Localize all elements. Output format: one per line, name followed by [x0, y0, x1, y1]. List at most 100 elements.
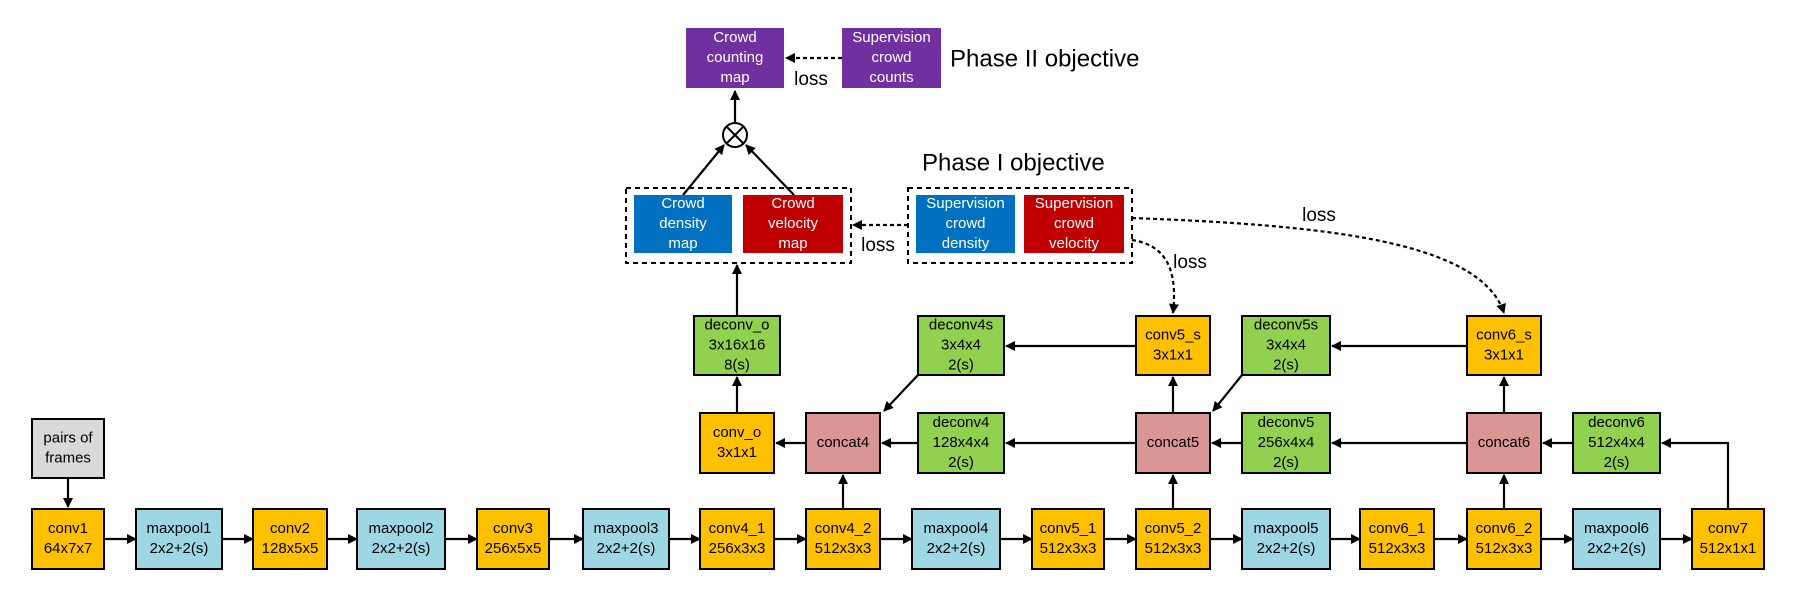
counting-map-label-line: counting: [707, 49, 764, 66]
conv5-1-label-line: 512x3x3: [1040, 540, 1097, 557]
counting-map-box: [686, 28, 784, 88]
deconv4-label-line: deconv4: [933, 414, 990, 431]
density-map-label-line: density: [659, 215, 707, 232]
multiply-operator: [722, 122, 748, 148]
conv3-label-line: conv3: [493, 520, 533, 537]
maxpool5-label-line: maxpool5: [1253, 520, 1318, 537]
density-map-label-line: Crowd: [661, 195, 704, 212]
deconv-o-label-line: 8(s): [724, 356, 750, 373]
maxpool6-label-line: maxpool6: [1584, 520, 1649, 537]
arrow-density-to-multiply: [682, 144, 725, 196]
conv5-s-label-line: 3x1x1: [1153, 346, 1193, 363]
concat5-label-line: concat5: [1147, 434, 1200, 451]
phase1-objective-label: Phase I objective: [922, 149, 1105, 176]
deconv5-label-line: 2(s): [1273, 454, 1299, 471]
node-deconv5: deconv5 256x4x4 2(s): [1241, 412, 1331, 474]
sup-velocity-label-line: Supervision: [1035, 195, 1113, 212]
conv1-label-line: 64x7x7: [44, 540, 92, 557]
deconv6-label-line: 512x4x4: [1588, 434, 1645, 451]
conv6-2-label-line: 512x3x3: [1476, 540, 1533, 557]
deconv-o-label-line: 3x16x16: [709, 336, 766, 353]
concat4-box: [805, 412, 881, 474]
sup-density-box: [916, 195, 1015, 253]
concat6-label-line: concat6: [1478, 434, 1531, 451]
maxpool6-label-line: 2x2+2(s): [1587, 540, 1646, 557]
deconv4s-label-line: deconv4s: [929, 316, 993, 333]
conv6-1-box: [1359, 508, 1435, 570]
node-concat4: concat4: [805, 412, 881, 474]
sup-density-label-line: crowd: [945, 215, 985, 232]
maxpool4-box: [911, 508, 1001, 570]
deconv5s-label-line: 3x4x4: [1266, 336, 1306, 353]
deconv5s-label-line: deconv5s: [1254, 316, 1318, 333]
deconv4s-label-line: 2(s): [948, 356, 974, 373]
deconv4s-box: [917, 315, 1005, 376]
conv-o-box: [699, 412, 775, 474]
conv-o-label-line: conv_o: [713, 424, 761, 441]
velocity-map-label-line: Crowd: [771, 195, 814, 212]
node-conv3: conv3 256x5x5: [476, 508, 550, 570]
conv4-1-label-line: conv4_1: [709, 520, 766, 537]
deconv6-box: [1572, 412, 1661, 474]
input-frames-label-line: pairs of: [43, 429, 93, 446]
conv1-box: [31, 508, 105, 570]
concat6-box: [1466, 412, 1542, 474]
conv-o-label-line: 3x1x1: [717, 444, 757, 461]
maxpool4-label-line: 2x2+2(s): [927, 540, 986, 557]
node-conv5-1: conv5_1 512x3x3: [1031, 508, 1105, 570]
conv6-s-label-line: 3x1x1: [1484, 346, 1524, 363]
conv4-2-label-line: 512x3x3: [815, 540, 872, 557]
counting-map-label-line: map: [720, 69, 749, 86]
velocity-map-label-line: velocity: [768, 215, 819, 232]
conv6-s-box: [1466, 315, 1542, 376]
density-map-label-line: map: [668, 235, 697, 252]
deconv5-label-line: 256x4x4: [1258, 434, 1315, 451]
sup-density-label-line: density: [942, 235, 990, 252]
arrow-velocity-to-multiply: [745, 144, 795, 196]
maxpool1-label-line: maxpool1: [146, 520, 211, 537]
labels-layer: Phase II objective Phase I objective los…: [794, 45, 1336, 273]
node-sup-density: Supervision crowd density: [916, 195, 1015, 253]
conv4-1-label-line: 256x3x3: [709, 540, 766, 557]
loss-label-conv5s: loss: [1173, 252, 1207, 273]
conv7-box: [1691, 508, 1765, 570]
sup-density-label-line: Supervision: [926, 195, 1004, 212]
node-conv-o: conv_o 3x1x1: [699, 412, 775, 474]
loss-label-conv6s: loss: [1302, 205, 1336, 226]
conv5-1-label-line: conv5_1: [1040, 520, 1097, 537]
concat5-box: [1135, 412, 1211, 474]
arrow-loss-to-conv6-s: [1131, 216, 1506, 314]
deconv5-label-line: deconv5: [1258, 414, 1315, 431]
conv3-label-line: 256x5x5: [485, 540, 542, 557]
node-velocity-map: Crowd velocity map: [743, 195, 843, 253]
nodes-layer: pairs offramesconv164x7x7maxpool12x2+2(s…: [31, 28, 1765, 570]
maxpool3-box: [582, 508, 670, 570]
arrow-deconv4s-to-concat4: [883, 374, 919, 412]
sup-counts-box: [842, 28, 941, 88]
input-frames-label-line: frames: [45, 449, 91, 466]
deconv-o-box: [693, 315, 781, 376]
concat4-label-line: concat4: [817, 434, 870, 451]
maxpool2-label-line: 2x2+2(s): [372, 540, 431, 557]
arrow-conv7-to-deconv6: [1661, 438, 1730, 509]
density-map-box: [634, 195, 732, 253]
conv2-box: [252, 508, 328, 570]
conv6-s-label-line: conv6_s: [1476, 326, 1532, 343]
maxpool1-label-line: 2x2+2(s): [150, 540, 209, 557]
deconv-o-label-line: deconv_o: [704, 316, 769, 333]
conv6-1-label-line: conv6_1: [1369, 520, 1426, 537]
velocity-map-label-line: map: [778, 235, 807, 252]
deconv4-box: [917, 412, 1005, 474]
conv5-2-label-line: 512x3x3: [1145, 540, 1202, 557]
deconv4-label-line: 128x4x4: [933, 434, 990, 451]
